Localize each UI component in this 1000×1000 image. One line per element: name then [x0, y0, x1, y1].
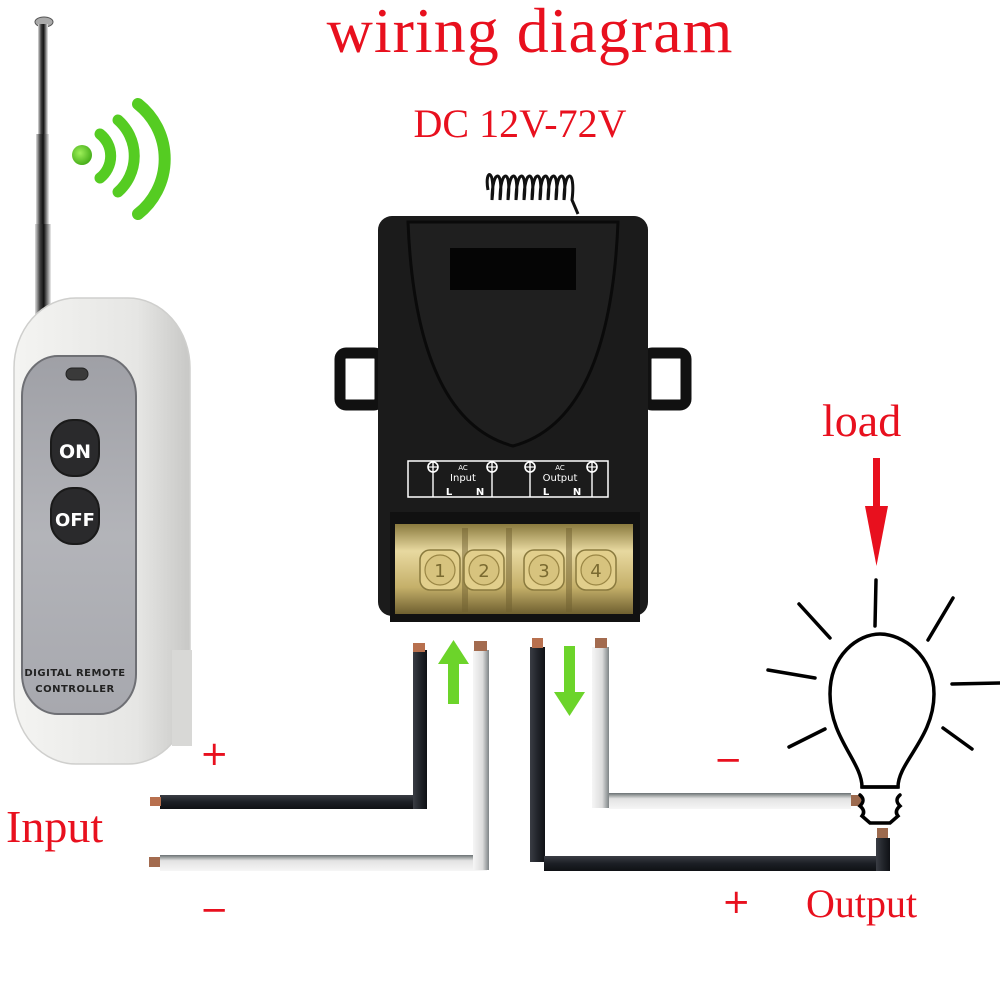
terminal-number: 4 — [590, 561, 601, 582]
light-bulb-icon: "/> — [766, 578, 1000, 825]
terminal-input-pin-l: L — [446, 487, 453, 498]
voltage-range-subtitle: DC 12V-72V — [413, 101, 627, 146]
off-button-label: OFF — [55, 510, 95, 531]
mounting-tab-left — [334, 347, 386, 411]
terminal-screw: 2 — [463, 549, 505, 591]
load-label: load — [822, 395, 902, 446]
current-in-arrow-icon — [438, 640, 469, 704]
input-wires — [149, 641, 489, 871]
remote-controller: ON OFF DIGITAL REMOTE CONTROLLER — [13, 16, 192, 765]
output-minus-sign: − — [714, 740, 743, 780]
terminal-screw: 3 — [523, 549, 565, 591]
on-button[interactable]: ON — [50, 419, 100, 477]
telescopic-antenna-icon — [34, 16, 54, 324]
terminal-number: 3 — [538, 561, 549, 582]
terminal-screw: 1 — [419, 549, 461, 591]
mounting-tab-right — [640, 347, 692, 411]
terminal-input-header: AC — [458, 464, 468, 472]
terminal-output-pin-l: L — [543, 487, 550, 498]
on-button-label: ON — [59, 441, 91, 463]
receiver-window — [450, 248, 576, 290]
terminal-screw: 4 — [575, 549, 617, 591]
terminal-output-label: Output — [543, 473, 578, 484]
input-plus-sign: + — [200, 734, 229, 774]
terminal-output-header: AC — [555, 464, 565, 472]
light-rays: "/> — [766, 578, 1000, 751]
remote-brand-line1: DIGITAL REMOTE — [24, 668, 125, 679]
input-minus-sign: − — [200, 890, 229, 930]
output-wires — [530, 638, 890, 871]
coil-antenna-icon — [485, 173, 580, 215]
current-out-arrow-icon — [554, 646, 585, 716]
terminal-output-pin-n: N — [573, 487, 581, 498]
terminal-number: 2 — [478, 561, 489, 582]
remote-brand-line2: CONTROLLER — [35, 684, 115, 695]
input-label: Input — [6, 801, 104, 852]
terminal-input-pin-n: N — [476, 487, 484, 498]
wireless-signal-icon — [72, 98, 171, 220]
terminal-number: 1 — [434, 561, 445, 582]
load-arrow-icon — [865, 458, 888, 566]
terminal-input-label: Input — [450, 473, 476, 484]
diagram-title: wiring diagram — [326, 0, 734, 66]
off-button[interactable]: OFF — [50, 487, 100, 545]
output-plus-sign: + — [722, 882, 751, 922]
led-indicator — [65, 367, 89, 381]
output-label: Output — [806, 881, 918, 926]
